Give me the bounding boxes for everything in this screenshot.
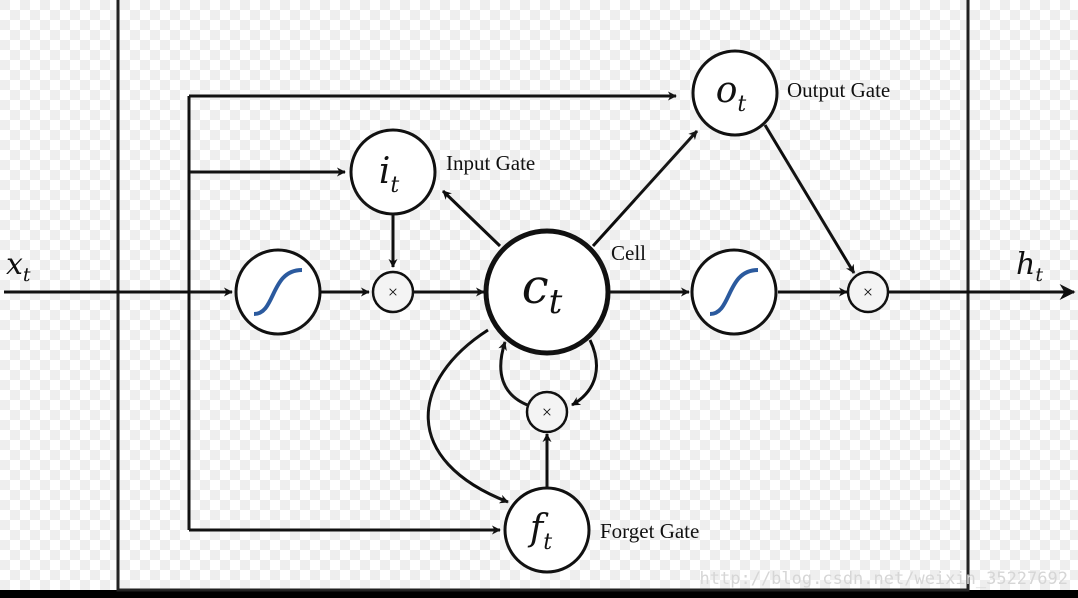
multiply-symbol: × xyxy=(388,282,398,302)
cell-to-multiply-loop-arrow xyxy=(571,339,598,407)
multiply-circle xyxy=(371,270,415,314)
output-multiply-node: × xyxy=(846,270,890,314)
cell-to-input-gate-arrow xyxy=(441,189,502,248)
watermark-text: http://blog.csdn.net/weixin_35227692 xyxy=(700,569,1068,589)
multiply-circle xyxy=(846,270,890,314)
output-label: ht xyxy=(1016,247,1043,286)
cell-sigmoid-circle xyxy=(690,248,778,336)
input-gate-node: it xyxy=(349,128,437,216)
multiply-to-cell-loop-arrow xyxy=(498,341,531,408)
cell-node: ct xyxy=(483,228,611,356)
cell-to-forget-gate-arrow xyxy=(426,328,509,504)
bottom-bar xyxy=(0,590,1078,598)
multiply-symbol: × xyxy=(542,402,552,422)
input-sigmoid-circle xyxy=(234,248,322,336)
input-label: xt xyxy=(6,247,31,286)
forget-gate-label: Forget Gate xyxy=(600,519,699,543)
output-gate-circle xyxy=(691,49,779,137)
multiply-circle xyxy=(525,390,569,434)
sigmoid-curve-icon xyxy=(253,268,303,316)
multiply-symbol: × xyxy=(863,282,873,302)
cell-circle xyxy=(483,228,611,356)
forget-multiply-node: × xyxy=(525,390,569,434)
input-gate-symbol: it xyxy=(379,151,400,198)
cell-symbol: ct xyxy=(522,259,563,322)
output-gate-label: Output Gate xyxy=(787,78,890,102)
output-gate-node: ot xyxy=(691,49,779,137)
output-gate-symbol: ot xyxy=(716,70,747,117)
sigmoid-curve-icon xyxy=(709,268,759,316)
input-gate-circle xyxy=(349,128,437,216)
cell-sigmoid-node xyxy=(690,248,778,336)
lstm-cell-boundary xyxy=(116,0,970,592)
input-sigmoid-node xyxy=(234,248,322,336)
input-gate-label: Input Gate xyxy=(446,151,535,175)
cell-label: Cell xyxy=(611,241,646,265)
forget-gate-circle xyxy=(503,486,591,574)
forget-gate-node: ft xyxy=(503,486,591,574)
input-multiply-node: × xyxy=(371,270,415,314)
cell-to-output-gate-arrow xyxy=(591,129,699,248)
output-gate-to-multiply-arrow xyxy=(763,124,856,274)
